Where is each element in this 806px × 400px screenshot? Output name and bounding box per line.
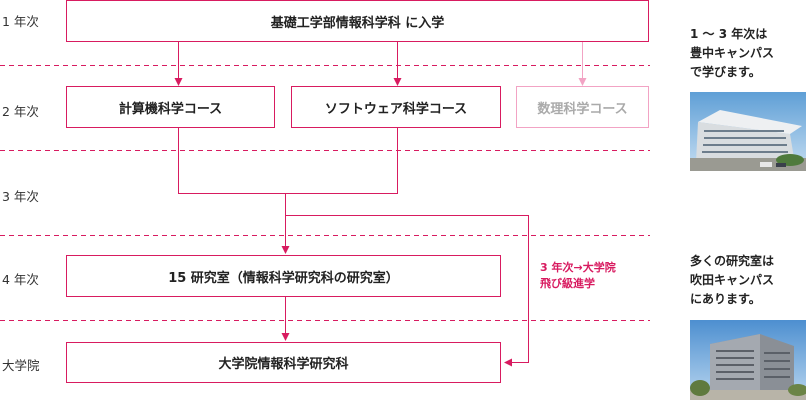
- year-label-1: 1 年次: [2, 14, 39, 29]
- fast-track-line-1: 3 年次→大学院: [540, 261, 616, 274]
- fast-track-line: [285, 215, 529, 367]
- year-label-3: 3 年次: [2, 189, 39, 204]
- lab-box: 15 研究室（情報科学研究科の研究室）: [66, 255, 501, 297]
- suita-line-3: にあります。: [690, 292, 761, 306]
- course-cs-label: 計算機科学コース: [118, 101, 223, 117]
- suita-note: 多くの研究室は 吹田キャンパス にあります。: [690, 252, 774, 309]
- enroll-box: 基礎工学部情報科学科 に入学: [66, 0, 649, 42]
- toyonaka-note: 1 ～ 3 年次は 豊中キャンパス で学びます。: [690, 25, 774, 82]
- toyonaka-line-1: 1 ～ 3 年次は: [690, 27, 768, 41]
- course-math-label: 数理科学コース: [537, 101, 628, 117]
- toyonaka-line-2: 豊中キャンパス: [690, 46, 775, 60]
- enroll-label: 基礎工学部情報科学科 に入学: [270, 15, 445, 31]
- year-separators: [0, 65, 650, 321]
- year-label-2: 2 年次: [2, 104, 39, 119]
- suita-campus-photo: [690, 320, 806, 400]
- suita-line-1: 多くの研究室は: [690, 254, 775, 268]
- fast-track-line-2: 飛び級進学: [540, 277, 595, 290]
- lab-label: 15 研究室（情報科学研究科の研究室）: [168, 270, 399, 286]
- suita-line-2: 吹田キャンパス: [690, 273, 775, 287]
- fast-track-text: 3 年次→大学院 飛び級進学: [540, 260, 616, 292]
- course-sw-box: ソフトウェア科学コース: [291, 86, 501, 128]
- grad-box: 大学院情報科学研究科: [66, 342, 501, 383]
- grad-label: 大学院情報科学研究科: [218, 357, 349, 372]
- course-sw-label: ソフトウェア科学コース: [324, 101, 468, 117]
- year-label-4: 4 年次: [2, 272, 39, 287]
- course-math-box: 数理科学コース: [516, 86, 649, 128]
- toyonaka-line-3: で学びます。: [690, 65, 761, 79]
- toyonaka-campus-photo: [690, 92, 806, 171]
- course-cs-box: 計算機科学コース: [66, 86, 275, 128]
- merge-line: [178, 128, 398, 194]
- year-label-grad: 大学院: [2, 358, 40, 373]
